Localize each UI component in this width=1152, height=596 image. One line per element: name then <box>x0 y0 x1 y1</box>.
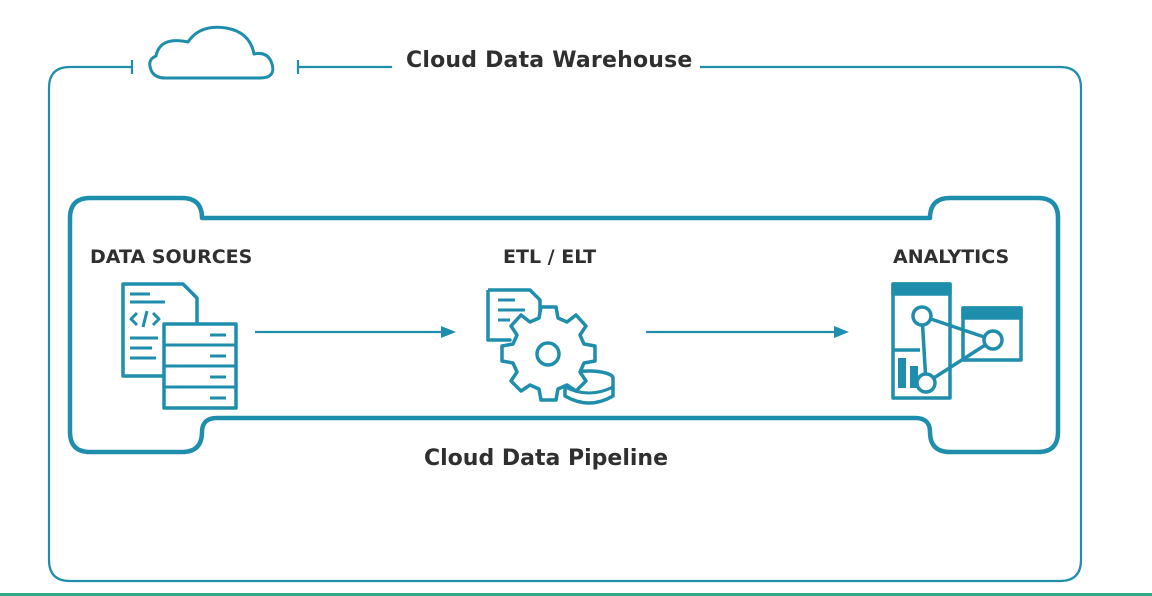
pipeline-frame <box>67 195 1061 455</box>
pipeline-title: Cloud Data Pipeline <box>424 446 668 471</box>
arrow-sources-to-etl <box>255 326 456 338</box>
stage-label-analytics: ANALYTICS <box>893 246 1010 268</box>
stage-label-etl-elt: ETL / ELT <box>503 246 597 268</box>
arrow-etl-to-analytics <box>646 326 849 338</box>
warehouse-title: Cloud Data Warehouse <box>400 48 699 73</box>
documents-database-icon <box>121 282 238 410</box>
stage-label-data-sources: DATA SOURCES <box>90 246 253 268</box>
bottom-accent-bar <box>0 593 1152 596</box>
network-dashboard-icon <box>891 282 1023 400</box>
warehouse-frame <box>47 65 1083 583</box>
cloud-icon <box>148 25 275 80</box>
gear-database-icon <box>486 288 615 405</box>
